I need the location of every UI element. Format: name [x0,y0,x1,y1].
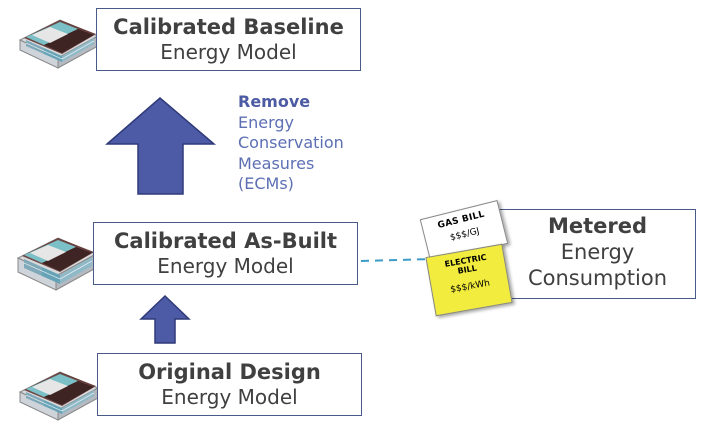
ecm-note-line3: Conservation [238,133,344,152]
asbuilt-title: Calibrated As-Built [113,229,338,253]
metered-line2: Energy [560,240,635,264]
original-subtitle: Energy Model [161,385,298,409]
ecm-note-line4: Measures [238,153,315,173]
dashed-connector [360,258,433,262]
metered-line3: Consumption [527,266,668,290]
electric-bill-unit: $$$/kWh [449,278,491,296]
asbuilt-subtitle: Energy Model [157,254,294,278]
building-model-icon [18,371,100,421]
calibrated-asbuilt-box: Calibrated As-Built Energy Model [93,222,358,285]
small-up-arrow-icon [139,294,191,344]
ecm-note: Remove Energy Conservation Measures (ECM… [238,92,344,195]
building-model-icon [16,237,98,291]
ecm-note-line1: Remove [238,92,311,111]
metered-line1: Metered [547,214,648,238]
ecm-note-line2: Energy [238,112,295,132]
baseline-subtitle: Energy Model [160,40,297,64]
metered-consumption-box: Metered Energy Consumption [499,209,696,299]
original-design-box: Original Design Energy Model [97,353,362,416]
large-up-arrow-icon [104,97,217,195]
original-title: Original Design [138,360,321,384]
baseline-title: Calibrated Baseline [113,15,344,39]
calibrated-baseline-box: Calibrated Baseline Energy Model [96,8,361,71]
building-model-icon [18,19,100,69]
ecm-note-line5: (ECMs) [238,174,294,193]
